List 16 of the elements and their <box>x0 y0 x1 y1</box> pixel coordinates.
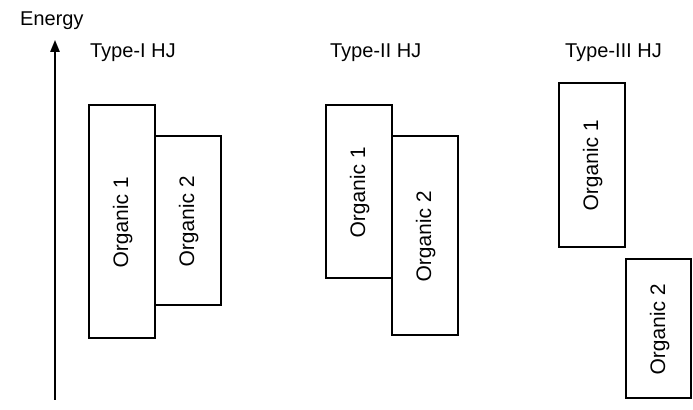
material-label: Organic 2 <box>646 282 670 374</box>
energy-level-box <box>558 82 626 248</box>
energy-level-box <box>154 135 222 306</box>
junction-type-heading: Type-III HJ <box>565 40 662 63</box>
material-label: Organic 1 <box>110 176 134 268</box>
material-label: Organic 2 <box>176 174 200 266</box>
junction-type-heading: Type-I HJ <box>90 40 176 63</box>
energy-level-box <box>88 104 156 339</box>
axis-label: Energy <box>20 8 84 31</box>
energy-level-box <box>625 258 692 399</box>
material-label: Organic 1 <box>347 146 371 238</box>
junction-type-heading: Type-II HJ <box>330 40 422 63</box>
energy-level-box <box>325 104 393 279</box>
energy-level-box <box>391 135 459 336</box>
material-label: Organic 1 <box>580 119 604 211</box>
material-label: Organic 2 <box>413 190 437 282</box>
